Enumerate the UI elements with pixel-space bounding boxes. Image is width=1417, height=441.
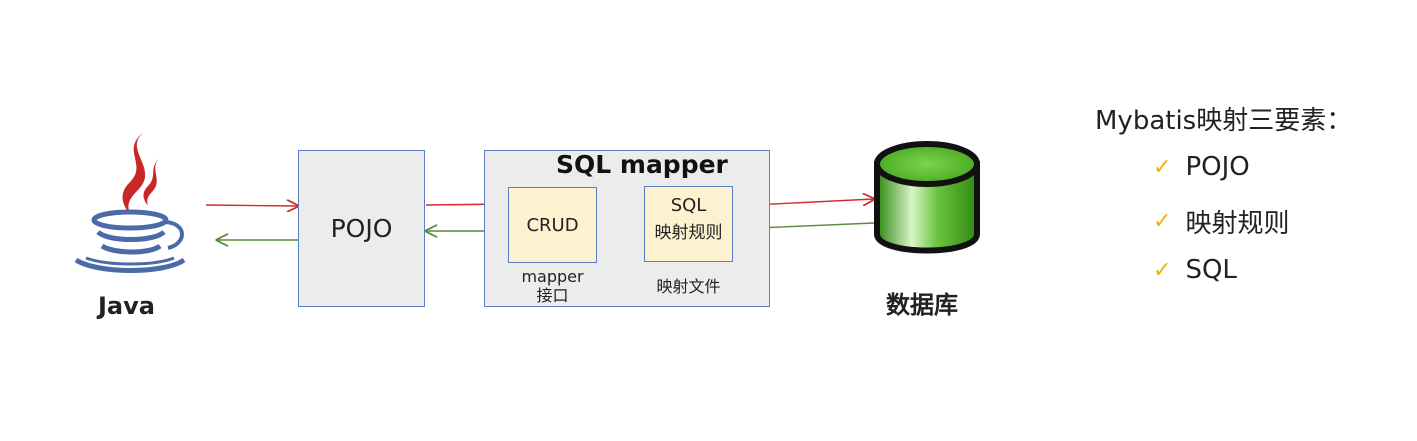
crud-label: CRUD: [526, 214, 579, 236]
sql-rule-line1: SQL: [670, 195, 707, 216]
sql-rule-box: SQL 映射规则: [644, 186, 733, 262]
check-icon: ✓: [1153, 209, 1172, 234]
legend-item-pojo: ✓ POJO: [1153, 152, 1250, 182]
sql-mapper-title: SQL mapper: [556, 150, 728, 179]
java-logo-icon: [74, 132, 186, 273]
database-label: 数据库: [886, 291, 958, 319]
legend-item-mapping-rule: ✓ 映射规则: [1153, 203, 1289, 240]
crud-box: CRUD: [508, 187, 597, 263]
legend-item-sql: ✓ SQL: [1153, 255, 1237, 285]
sql-rule-caption: 映射文件: [656, 277, 721, 296]
check-icon: ✓: [1153, 257, 1172, 283]
pojo-label: POJO: [330, 214, 393, 243]
check-icon: ✓: [1153, 154, 1172, 180]
database-icon: [874, 141, 980, 254]
pojo-box: POJO: [298, 150, 425, 307]
legend-item-label: SQL: [1185, 255, 1237, 285]
legend-title: Mybatis映射三要素：: [1095, 106, 1353, 136]
sql-rule-line2: 映射规则: [654, 223, 723, 243]
legend-item-label: 映射规则: [1185, 209, 1290, 239]
crud-caption: mapper 接口: [508, 267, 597, 305]
java-label: Java: [98, 292, 155, 320]
crud-caption-line1: mapper: [521, 267, 584, 286]
arrow-java-to-pojo: [205, 205, 298, 206]
legend-item-label: POJO: [1185, 152, 1250, 182]
crud-caption-line2: 接口: [536, 286, 569, 305]
